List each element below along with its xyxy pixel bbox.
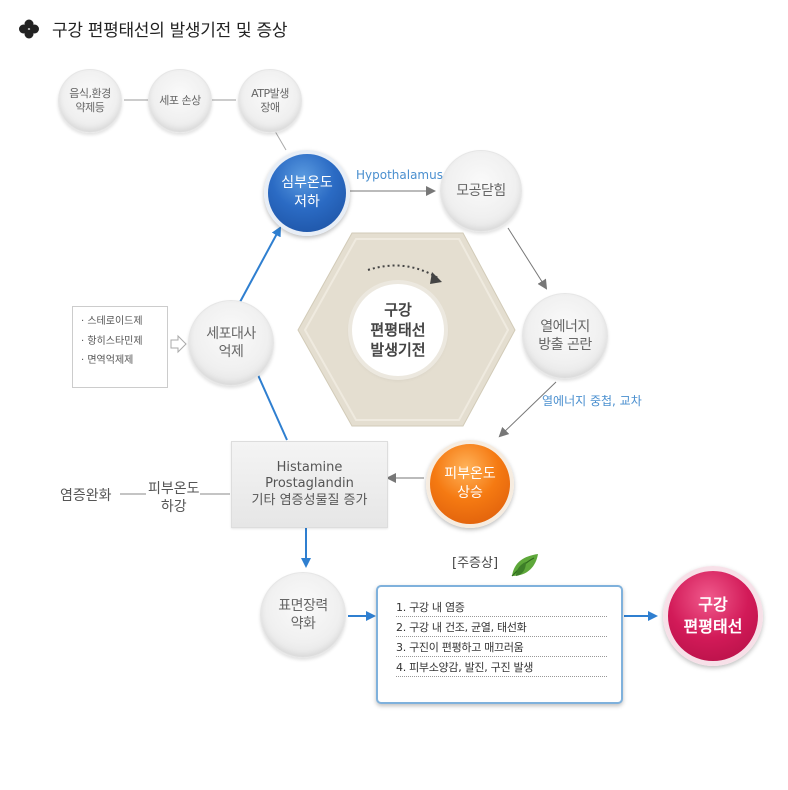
- cause-food-line2: 약제등: [75, 101, 105, 114]
- histamine-box: Histamine Prostaglandin 기타 염증성물질 증가: [231, 441, 388, 528]
- heat-release-line1: 열에너지: [540, 318, 590, 335]
- symptom-item: 3. 구진이 편평하고 매끄러움: [396, 637, 607, 657]
- line-histamine-to-metabolism: [257, 374, 288, 441]
- histamine-line3: 기타 염증성물질 증가: [251, 492, 368, 508]
- cause-cell-damage: 세포 손상: [148, 69, 212, 133]
- center-line3: 발생기전: [370, 341, 426, 360]
- cause-atp-line1: ATP발생: [251, 86, 289, 100]
- label-inflammation-relief: 염증완화: [60, 488, 112, 504]
- surface-line2: 약화: [290, 616, 316, 632]
- metabolism-line1: 세포대사: [206, 325, 256, 342]
- result-line2: 편평태선: [683, 617, 743, 636]
- core-temp-line2: 저하: [294, 194, 320, 210]
- symptom-item: 1. 구강 내 염증: [396, 597, 607, 617]
- cause-cell-damage-label: 세포 손상: [159, 93, 201, 107]
- heat-release-line2: 방출 곤란: [538, 337, 592, 353]
- title-bar: 구강 편평태선의 발생기전 및 증상: [18, 16, 287, 41]
- center-line2: 편평태선: [370, 320, 426, 339]
- cause-atp-line2: 장애: [260, 101, 280, 114]
- arrow-metabolism-to-core: [239, 226, 281, 303]
- arrow-heat-to-skin: [498, 381, 557, 438]
- clover-icon: [19, 19, 39, 38]
- arrow-pore-to-heat: [507, 227, 548, 290]
- drug-item: · 스테로이드제: [81, 316, 143, 327]
- symptoms-title: [주증상]: [452, 556, 499, 571]
- drug-item: · 면역억제제: [81, 355, 134, 366]
- symptom-item: 4. 피부소양감, 발진, 구진 발생: [396, 657, 607, 677]
- label-hypothalamus: Hypothalamus: [356, 168, 443, 182]
- label-heat-overlap: 열에너지 중첩, 교차: [542, 394, 642, 408]
- result-line1: 구강: [698, 594, 728, 614]
- symptom-item: 2. 구강 내 건조, 균열, 태선화: [396, 617, 607, 637]
- center-line1: 구강: [384, 300, 412, 319]
- node-pore-closing: 모공닫힘: [440, 150, 522, 232]
- drug-list-box: · 스테로이드제 · 항히스타민제 · 면역억제제: [72, 306, 168, 388]
- skin-drop-line1: 피부온도: [148, 481, 200, 497]
- skin-drop-line2: 하강: [160, 499, 187, 516]
- histamine-line2: Prostaglandin: [265, 476, 354, 492]
- page-title: 구강 편평태선의 발생기전 및 증상: [52, 21, 288, 41]
- cause-food-line1: 음식,환경: [69, 86, 111, 100]
- leaf-icon: [511, 554, 538, 577]
- hollow-arrow-steroid: [170, 334, 187, 354]
- core-temp-line1: 심부온도: [281, 175, 333, 192]
- skin-rise-line2: 상승: [457, 485, 483, 501]
- histamine-line1: Histamine: [276, 460, 343, 476]
- pore-closing-label: 모공닫힘: [456, 182, 506, 199]
- drug-item: · 항히스타민제: [81, 335, 143, 347]
- skin-rise-line1: 피부온도: [444, 466, 496, 483]
- surface-line1: 표면장력: [278, 597, 328, 614]
- symptoms-box: 1. 구강 내 염증 2. 구강 내 건조, 균열, 태선화 3. 구진이 편평…: [376, 585, 623, 704]
- metabolism-line2: 억제: [218, 344, 244, 360]
